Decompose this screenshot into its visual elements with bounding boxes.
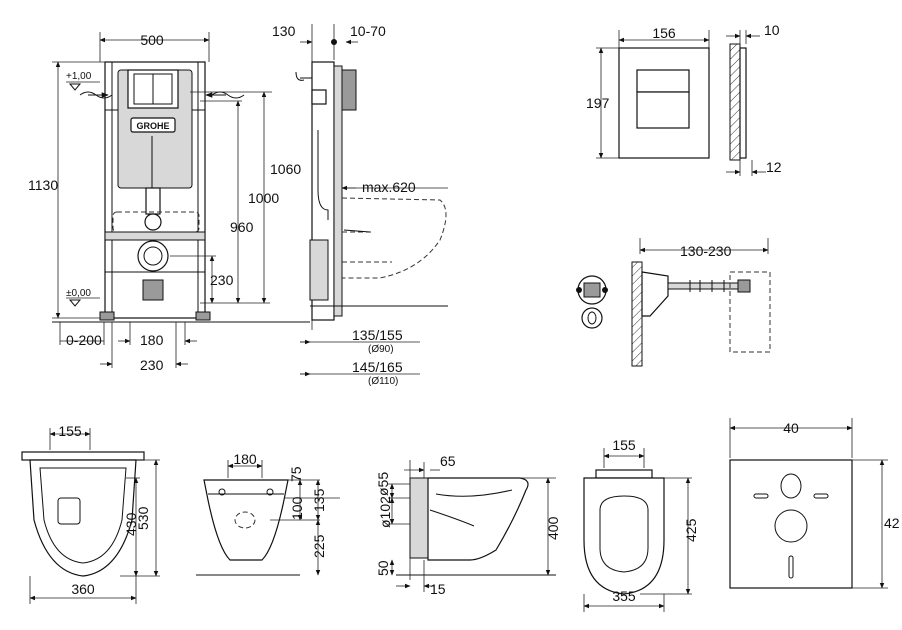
adj-label: 0-200 [66, 332, 102, 348]
max-label: max.620 [362, 179, 416, 195]
drain-connector [137, 240, 169, 272]
bowl-mount [21, 451, 145, 461]
bowl-side [427, 477, 529, 561]
bowl-top-view: 155 530 430 360 [21, 423, 160, 604]
bowl-side-view: 65 400 ø55 ø102 50 15 [375, 453, 561, 597]
grohe-logo-text: GROHE [136, 121, 169, 131]
frame-front-view: 500 GROHE +1,00 [28, 32, 310, 373]
bowl-top-w155-label: 155 [58, 423, 82, 439]
d145-sub-label: (Ø110) [368, 376, 398, 387]
fixing-bolts-view: 130-230 [576, 238, 771, 367]
bowl-side-h102-label: ø102 [377, 496, 393, 528]
bowl-front-h75-label: 75 [288, 466, 304, 482]
bowl-front-w180-label: 180 [233, 451, 257, 467]
seat-outer [583, 477, 665, 595]
insulation-mat-view: 40 42 [729, 418, 900, 589]
bowl-top-l430-label: 430 [123, 512, 139, 536]
frame-side-view: 130 10-70 max.620 135/155 (Ø90) 145/165 … [272, 23, 448, 387]
grohe-logo [130, 117, 176, 133]
bowl-side-w65-label: 65 [440, 453, 456, 469]
seat-w155-label: 155 [612, 437, 636, 453]
insulation-mat [729, 459, 853, 589]
w230-label: 230 [140, 357, 164, 373]
plate-thick1-label: 10 [764, 22, 780, 38]
depth-label: 130 [272, 23, 296, 39]
bowl-front-h225-label: 225 [311, 534, 327, 558]
level-zero-label: ±0,00 [66, 288, 91, 299]
bowl-wall-flange [409, 477, 429, 559]
plate-thick2-label: 12 [766, 159, 782, 175]
level-top-label: +1,00 [66, 71, 92, 82]
bowl-side-h400-label: 400 [545, 516, 561, 540]
flush-mechanism [341, 69, 357, 111]
h1000-label: 1000 [248, 190, 279, 206]
h230-label: 230 [210, 272, 234, 288]
bowl-top-l530-label: 530 [135, 506, 151, 530]
bowl-top-w360-label: 360 [71, 581, 95, 597]
bowl-front-view: 180 75 100 135 225 [196, 451, 340, 576]
w180-label: 180 [140, 332, 164, 348]
d135-sub-label: (Ø90) [368, 344, 394, 355]
bowl-side-h50-label: 50 [375, 560, 391, 576]
bowl-side-h55-label: ø55 [375, 472, 391, 496]
plate-width-label: 156 [652, 25, 676, 41]
bowl-side-w15-label: 15 [430, 581, 446, 597]
plate-height-label: 197 [586, 95, 610, 111]
h1060-label: 1060 [270, 161, 301, 177]
seat-w355-label: 355 [612, 588, 636, 604]
bowl-front-h100-label: 100 [289, 496, 305, 520]
bowl-front [203, 479, 289, 561]
mat-width-label: 40 [783, 420, 799, 436]
seat-h425-label: 425 [683, 518, 699, 542]
frame-width-label: 500 [140, 32, 164, 48]
mat-height-label: 42 [884, 515, 900, 531]
h960-label: 960 [230, 219, 254, 235]
flush-plate-view: 156 197 10 12 [586, 22, 782, 176]
d135-label: 135/155 [352, 327, 403, 343]
d145-label: 145/165 [352, 359, 403, 375]
bowl-outer [29, 459, 137, 577]
seat-view: 155 425 355 [583, 437, 699, 612]
fixing-range-label: 130-230 [680, 243, 732, 259]
frame-height-label: 1130 [28, 177, 58, 193]
depth-adj-label: 10-70 [350, 23, 386, 39]
bowl-front-h135-label: 135 [311, 488, 327, 512]
